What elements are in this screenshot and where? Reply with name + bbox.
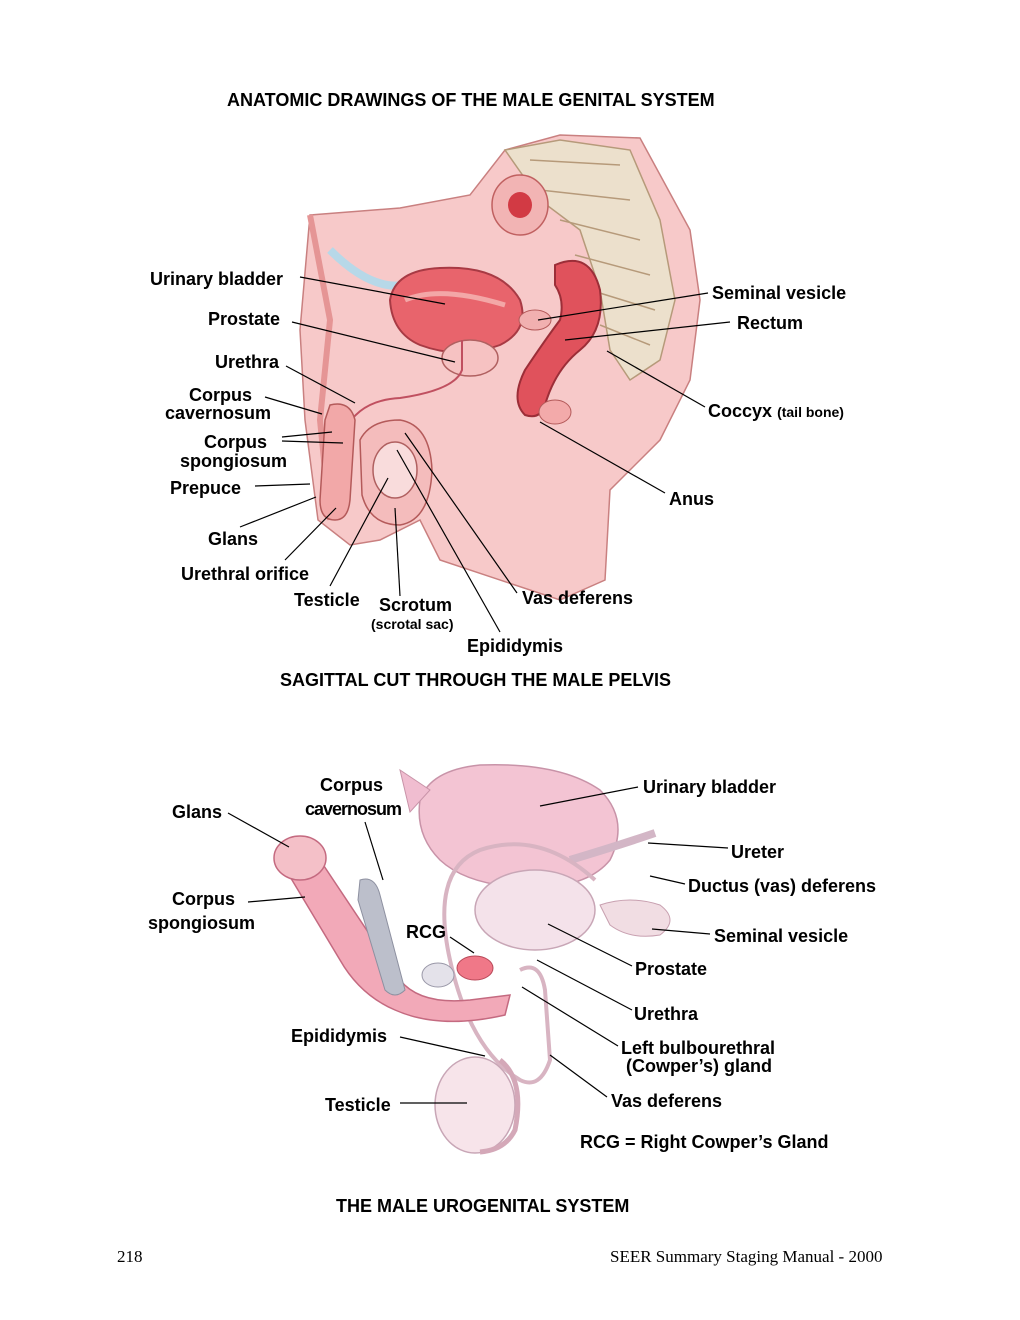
- testicle-shape-2: [434, 1056, 516, 1154]
- label2-corpus-spongiosum-1: Corpus: [172, 889, 235, 909]
- label2-prostate: Prostate: [635, 959, 708, 979]
- label-glans: Glans: [208, 529, 259, 549]
- label2-bulbourethral-2: (Cowper’s) gland: [626, 1056, 773, 1076]
- label-urethra: Urethra: [215, 352, 280, 372]
- figure2-caption: THE MALE UROGENITAL SYSTEM: [336, 1196, 630, 1216]
- label-seminal-vesicle: Seminal vesicle: [712, 283, 847, 303]
- label-corpus-cavernosum-2: cavernosum: [165, 403, 272, 423]
- label-vas-deferens: Vas deferens: [522, 588, 634, 608]
- label-epididymis: Epididymis: [467, 636, 564, 656]
- label2-urethra: Urethra: [634, 1004, 699, 1024]
- leader-lines-2: [227, 786, 729, 1104]
- label-corpus-spongiosum-2: spongiosum: [180, 451, 287, 471]
- page-title: ANATOMIC DRAWINGS OF THE MALE GENITAL SY…: [227, 90, 715, 110]
- label2-glans: Glans: [172, 802, 223, 822]
- label2-vas-deferens: Vas deferens: [611, 1091, 723, 1111]
- label2-ureter: Ureter: [731, 842, 785, 862]
- label-prostate: Prostate: [208, 309, 281, 329]
- label2-corpus-cavernosum-2: cavernosum: [305, 799, 402, 819]
- bladder-organ-2: [418, 763, 619, 889]
- footer-page-number: 218: [117, 1247, 143, 1266]
- penis-shape: [319, 403, 356, 521]
- label2-seminal-vesicle: Seminal vesicle: [714, 926, 849, 946]
- label2-testicle: Testicle: [325, 1095, 391, 1115]
- label2-bulbourethral-1: Left bulbourethral: [621, 1038, 775, 1058]
- figure1-caption: SAGITTAL CUT THROUGH THE MALE PELVIS: [280, 670, 671, 690]
- label2-corpus-cavernosum-1: Corpus: [320, 775, 383, 795]
- label-scrotum: Scrotum: [379, 595, 453, 615]
- label-rectum: Rectum: [737, 313, 804, 333]
- label-corpus-cavernosum-1: Corpus: [189, 385, 252, 405]
- label-urethral-orifice: Urethral orifice: [181, 564, 310, 584]
- label2-urinary-bladder: Urinary bladder: [643, 777, 777, 797]
- label-corpus-spongiosum-1: Corpus: [204, 432, 267, 452]
- leader-lines-1: [239, 276, 731, 633]
- label-anus: Anus: [669, 489, 714, 509]
- label2-rcg: RCG: [406, 922, 446, 942]
- label2-corpus-spongiosum-2: spongiosum: [148, 913, 255, 933]
- label-scrotum-note: (scrotal sac): [371, 616, 454, 632]
- label2-ductus-deferens: Ductus (vas) deferens: [688, 876, 877, 896]
- footer-manual-title: SEER Summary Staging Manual - 2000: [610, 1247, 883, 1266]
- label-testicle: Testicle: [294, 590, 360, 610]
- sagittal-illustration: [239, 134, 731, 633]
- testicle-shape: [372, 441, 418, 499]
- label-urinary-bladder: Urinary bladder: [150, 269, 284, 289]
- glans-shape-2: [273, 835, 327, 881]
- label-prepuce: Prepuce: [170, 478, 242, 498]
- label-coccyx: Coccyx (tail bone): [708, 401, 844, 422]
- label-coccyx-text: Coccyx: [708, 401, 773, 421]
- label-coccyx-note: (tail bone): [777, 404, 844, 420]
- label2-epididymis: Epididymis: [291, 1026, 388, 1046]
- label2-rcg-legend: RCG = Right Cowper’s Gland: [580, 1132, 829, 1152]
